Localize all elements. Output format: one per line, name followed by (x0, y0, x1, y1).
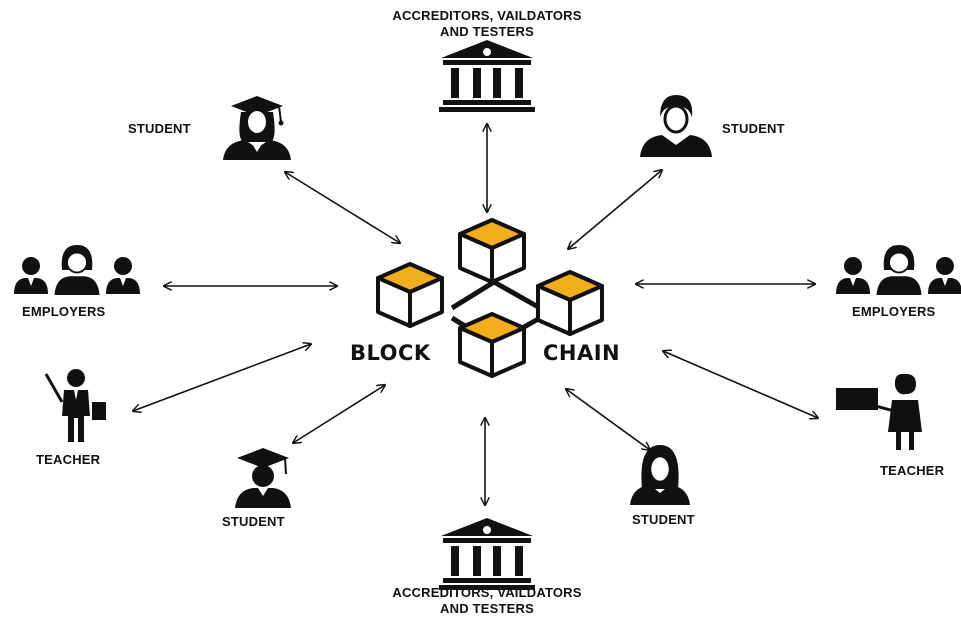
institution-building-icon-bottom (439, 518, 535, 590)
chain-word: CHAIN (543, 341, 621, 365)
accreditors-bottom-line1: ACCREDITORS, VAILDATORS (392, 585, 582, 600)
student-bottom-right-label: STUDENT (632, 512, 695, 527)
people-group-icon-right (836, 245, 961, 295)
accreditors-top-line1: ACCREDITORS, VAILDATORS (392, 8, 582, 23)
student-top-left-label: STUDENT (128, 121, 191, 136)
blockchain-cubes-icon (376, 218, 604, 378)
teacher-male-pointer-icon (44, 369, 106, 442)
teacher-female-board-icon (836, 374, 922, 450)
people-group-icon-left (14, 245, 140, 295)
accreditors-bottom-line2: AND TESTERS (440, 601, 534, 616)
arrow-student-top-right (568, 170, 662, 249)
accreditors-top-label: ACCREDITORS, VAILDATORS AND TESTERS (347, 8, 627, 40)
accreditors-top-line2: AND TESTERS (440, 24, 534, 39)
student-male-icon (640, 95, 712, 157)
student-bottom-left-label: STUDENT (222, 514, 285, 529)
graduate-female-icon (223, 96, 291, 160)
student-female-icon (630, 445, 690, 505)
teacher-left-label: TEACHER (36, 452, 101, 467)
graduate-male-icon (235, 448, 291, 508)
employers-right-label: EMPLOYERS (852, 304, 936, 319)
institution-building-icon-top (439, 40, 535, 112)
arrow-teacher-right (663, 351, 818, 418)
student-top-right-label: STUDENT (722, 121, 785, 136)
block-word: BLOCK (350, 341, 431, 365)
arrow-student-bottom-right (566, 389, 650, 450)
arrow-teacher-left (133, 344, 311, 411)
teacher-right-label: TEACHER (880, 463, 945, 478)
accreditors-bottom-label: ACCREDITORS, VAILDATORS AND TESTERS (347, 585, 627, 617)
employers-left-label: EMPLOYERS (22, 304, 106, 319)
arrow-student-top-left (285, 172, 400, 243)
arrow-student-bottom-left (293, 385, 385, 443)
connection-arrows (133, 124, 818, 505)
